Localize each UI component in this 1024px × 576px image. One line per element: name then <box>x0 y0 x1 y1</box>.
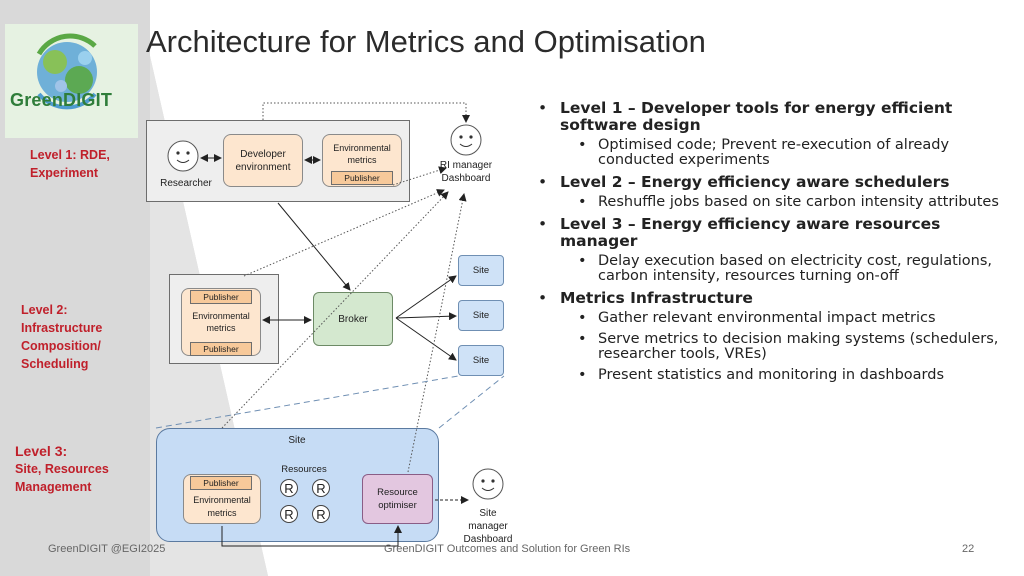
level-2-label-line: Composition/ <box>21 339 101 353</box>
env-metrics-line: metrics <box>207 508 237 518</box>
site-manager-label: Site manager Dashboard <box>452 507 524 546</box>
sub-bullet: Optimised code; Prevent re-execution of … <box>536 138 1006 168</box>
env-metrics-line: Environmental <box>333 143 391 153</box>
level-3-publisher: Publisher <box>190 476 252 490</box>
env-metrics-line: metrics <box>347 155 377 165</box>
level-3-label-line: Level 3: <box>15 443 68 459</box>
bullet-level-2: Level 2 – Energy efficiency aware schedu… <box>536 174 1006 192</box>
sub-bullet: Delay execution based on electricity cos… <box>536 254 1006 284</box>
ri-manager-smiley-icon <box>450 124 482 156</box>
slide-title: Architecture for Metrics and Optimisatio… <box>146 24 706 59</box>
env-metrics-line: Environmental <box>193 495 251 505</box>
resource-optimiser-line: optimiser <box>378 500 417 511</box>
developer-environment-line: Developer <box>240 149 286 160</box>
bullet-metrics-infrastructure: Metrics Infrastructure <box>536 290 1006 308</box>
ri-manager-line: Dashboard <box>441 173 491 184</box>
bullet-level-1: Level 1 – Developer tools for energy eff… <box>536 100 1006 134</box>
researcher-smiley-icon <box>167 140 199 172</box>
site-container-label: Site <box>288 435 306 446</box>
researcher-label: Researcher <box>160 178 212 189</box>
site-manager-line: Site <box>479 508 497 519</box>
bullet-level-3: Level 3 – Energy efficiency aware resour… <box>536 216 1006 250</box>
footer-center: GreenDIGIT Outcomes and Solution for Gre… <box>384 543 631 555</box>
site-manager-line: manager <box>468 521 508 532</box>
page-number: 22 <box>962 543 975 555</box>
site-box: Site <box>458 300 504 331</box>
broker-box: Broker <box>313 292 393 346</box>
sub-bullet: Present statistics and monitoring in das… <box>536 368 1006 384</box>
developer-environment-line: environment <box>235 162 291 173</box>
sub-bullet: Serve metrics to decision making systems… <box>536 332 1006 362</box>
level-2-label-line: Infrastructure <box>21 321 103 335</box>
sub-bullet: Gather relevant environmental impact met… <box>536 311 1006 327</box>
level-3-label-line: Site, Resources <box>15 462 109 476</box>
sub-bullet: Reshuffle jobs based on site carbon inte… <box>536 195 1006 211</box>
level-1-label-line: Experiment <box>30 166 99 180</box>
level-1-publisher: Publisher <box>331 171 393 185</box>
globe-icon <box>36 33 97 110</box>
resource-optimiser-line: Resource <box>377 487 418 498</box>
site-manager-line: Dashboard <box>463 534 513 545</box>
site-box: Site <box>458 345 504 376</box>
level-2-publisher-bottom: Publisher <box>190 342 252 356</box>
logo <box>5 24 138 138</box>
env-metrics-line: Environmental <box>192 311 250 321</box>
level-3-label-line: Management <box>15 480 92 494</box>
bullet-list: Level 1 – Developer tools for energy eff… <box>536 100 1006 389</box>
level-2-label: Level 2: Infrastructure Composition/ Sch… <box>21 301 102 373</box>
resource-node: R <box>312 479 330 497</box>
env-metrics-line: metrics <box>206 323 236 333</box>
level-2-label-line: Level 2: <box>21 303 68 317</box>
resource-node: R <box>312 505 330 523</box>
level-2-label-line: Scheduling <box>21 357 89 371</box>
site-box: Site <box>458 255 504 286</box>
site-manager-smiley-icon <box>472 468 504 500</box>
level-3-label: Level 3: Site, Resources Management <box>15 442 109 496</box>
ri-manager-line: RI manager <box>439 160 493 171</box>
level-1-label-line: Level 1: RDE, <box>30 148 110 162</box>
level-1-label: Level 1: RDE, Experiment <box>30 146 110 182</box>
level-2-publisher-top: Publisher <box>190 290 252 304</box>
resource-optimiser-box: Resource optimiser <box>362 474 433 524</box>
footer-left: GreenDIGIT @EGI2025 <box>48 543 166 555</box>
resource-node: R <box>280 479 298 497</box>
resources-label: Resources <box>281 464 327 475</box>
logo-text: GreenDIGIT <box>10 90 113 110</box>
resource-node: R <box>280 505 298 523</box>
ri-manager-label: RI manager Dashboard <box>430 159 502 185</box>
developer-environment-box: Developer environment <box>223 134 303 187</box>
